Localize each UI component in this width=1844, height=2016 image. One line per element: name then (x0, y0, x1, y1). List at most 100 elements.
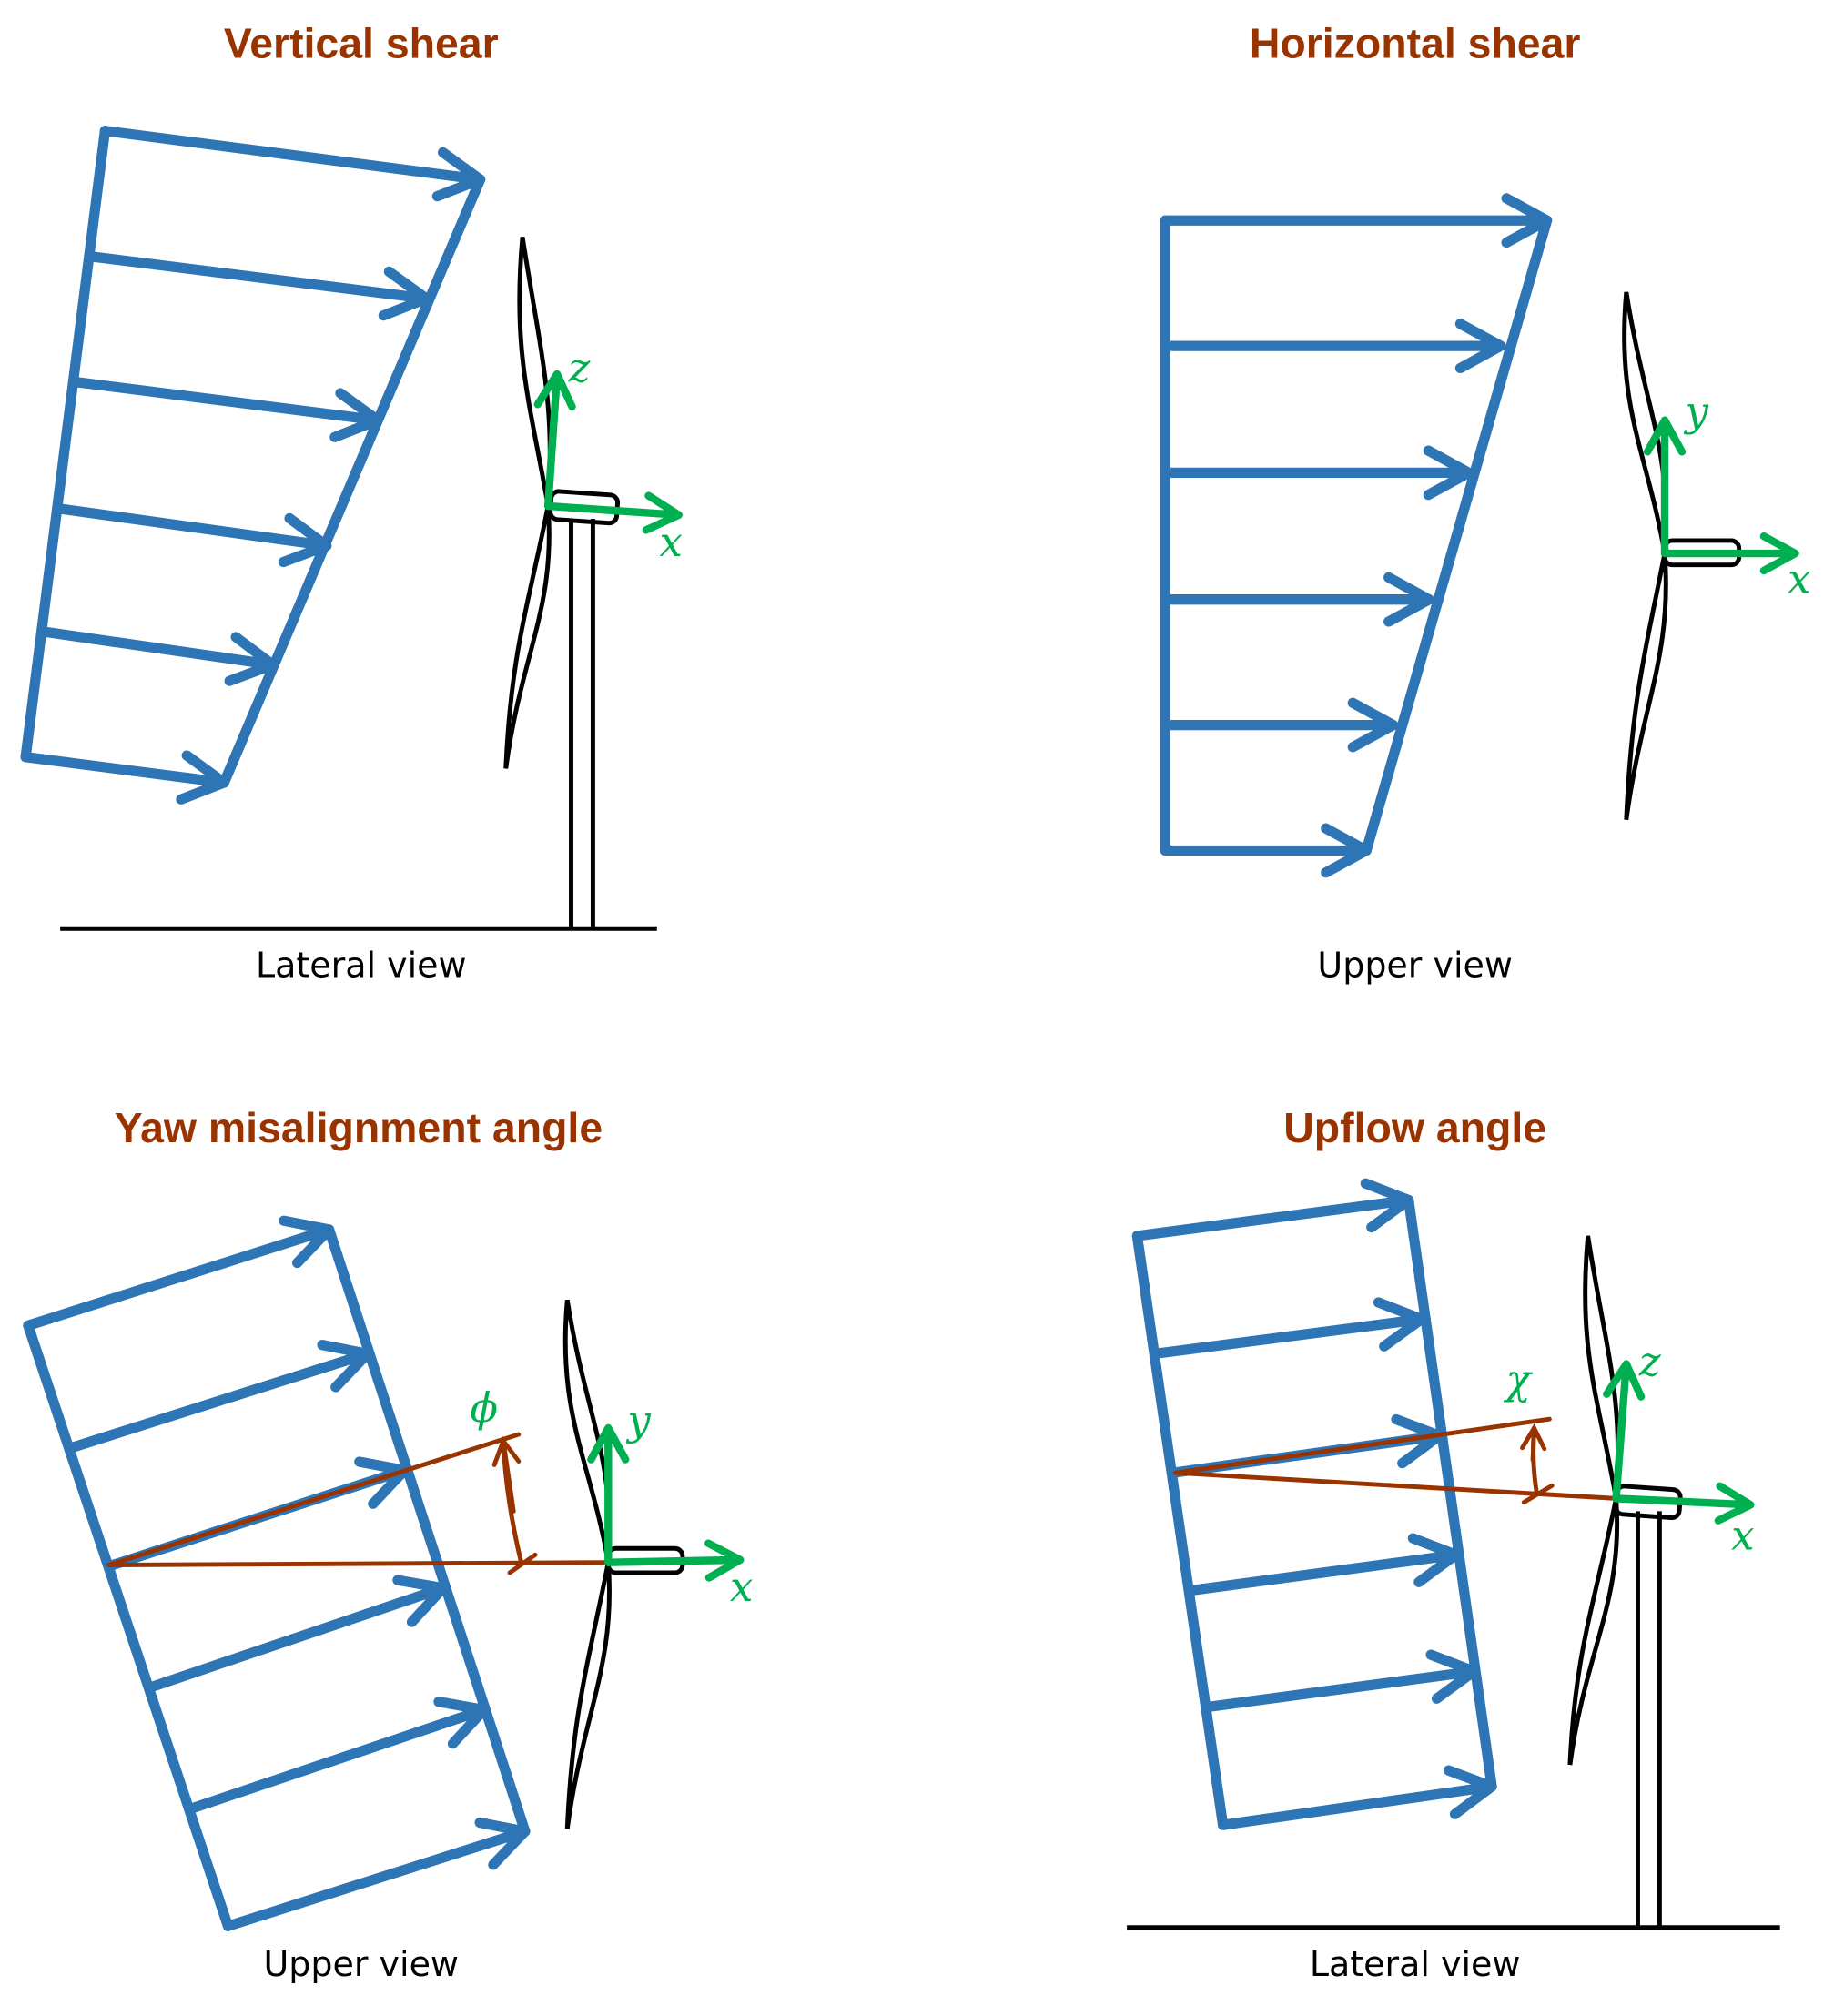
axis-label-z: z (568, 344, 591, 392)
upflow-angle-arrowhead (1520, 1423, 1547, 1463)
wind-direction-line (106, 1432, 522, 1567)
wind-arrow (84, 250, 432, 321)
panel-title-yaw-misalignment: Yaw misalignment angle (115, 1104, 603, 1151)
turbine-4-blade-down (1567, 1497, 1620, 1766)
wind-arrow (67, 1340, 373, 1453)
wind-arrow (187, 1697, 490, 1814)
z-axis-arrow (533, 370, 576, 511)
wind-arrow-shape (1160, 445, 1474, 501)
y-axis-arrow-shape (1643, 416, 1687, 558)
wind-arrow (147, 1575, 449, 1692)
wind-arrow (222, 1817, 531, 1931)
upflow-angle-symbol: χ (1504, 1355, 1534, 1403)
wind-profile-base (1131, 1231, 1229, 1830)
y-axis-arrow (1643, 416, 1687, 558)
wind-arrow-shape (187, 1697, 490, 1814)
wind-profile-base (20, 126, 110, 763)
x-axis-arrow (604, 1539, 745, 1582)
wind-direction-line (1173, 1416, 1552, 1475)
wind-arrow (99, 126, 486, 202)
axis-label-x: x (660, 518, 683, 566)
z-axis-arrow-shape (1603, 1360, 1646, 1503)
x-axis-arrow (543, 491, 683, 534)
rotor-axis-line (106, 1560, 611, 1567)
wind-arrow (20, 750, 229, 805)
wind-arrow (1160, 823, 1372, 878)
x-axis-arrow (1612, 1482, 1755, 1525)
axis-label-x: x (1731, 1512, 1754, 1560)
turbine-3-blade-down (564, 1562, 612, 1829)
upflow-angle-tick (1521, 1483, 1555, 1505)
x-axis-arrow-shape (604, 1539, 745, 1582)
wind-arrow (54, 503, 332, 568)
wind-arrow-shape (1184, 1533, 1462, 1596)
wind-arrow-shape (20, 750, 229, 805)
y-axis-arrow (587, 1423, 630, 1566)
x-axis-arrow-shape (1660, 532, 1799, 575)
wind-profile-envelope (218, 174, 486, 788)
wind-arrow (1160, 193, 1553, 248)
x-axis-arrow-shape (1612, 1482, 1755, 1525)
x-axis-arrow (1660, 532, 1799, 575)
turbine-1-blade-down (503, 505, 552, 769)
y-axis-arrow-shape (587, 1423, 630, 1566)
axis-label-y: y (1684, 387, 1709, 435)
wind-arrow-shape (84, 250, 432, 321)
wind-arrow-shape (54, 503, 332, 568)
wind-arrow-shape (222, 1817, 531, 1931)
wind-arrow-shape (1160, 319, 1506, 374)
wind-arrow-shape (99, 126, 486, 202)
axis-label-y: y (625, 1396, 651, 1444)
z-axis-arrow-shape (533, 370, 576, 511)
wind-arrow (23, 1215, 335, 1332)
wind-arrow (1150, 1297, 1427, 1360)
upflow-angle-arrowhead-shape (1520, 1423, 1547, 1463)
wind-arrow (1218, 1765, 1497, 1830)
wind-arrow (1201, 1649, 1480, 1713)
wind-profile-base (23, 1320, 234, 1931)
panel-caption: Lateral view (1310, 1944, 1521, 1984)
panel-title-upflow-angle: Upflow angle (1283, 1104, 1546, 1151)
wind-arrow-shape (1160, 697, 1399, 753)
wind-arrow-shape (68, 376, 383, 442)
wind-arrow-shape (147, 1575, 449, 1692)
rotor-axis-line (1173, 1470, 1619, 1501)
turbine-2-blade-down (1624, 552, 1668, 821)
wind-arrow-shape (1160, 572, 1434, 627)
axis-label-x: x (730, 1563, 753, 1611)
wind-arrow-shape (36, 626, 279, 686)
wind-arrow-shape (23, 1215, 335, 1332)
wind-profile-envelope (1403, 1194, 1497, 1792)
wind-arrow (1160, 445, 1474, 501)
wind-arrow-shape (1131, 1178, 1414, 1241)
panel-caption: Lateral view (256, 946, 467, 986)
z-axis-arrow (1603, 1360, 1646, 1503)
wind-arrow-shape (1218, 1765, 1497, 1830)
yaw-angle-symbol: ϕ (470, 1383, 498, 1432)
panel-caption: Upper view (264, 1944, 459, 1984)
axis-label-z: z (1638, 1337, 1661, 1385)
yaw-angle-tick (507, 1552, 538, 1575)
wind-arrow (1160, 697, 1399, 753)
wind-arrow (1160, 572, 1434, 627)
yaw-angle-arrowhead (491, 1435, 522, 1514)
yaw-angle-arrowhead-shape (491, 1435, 522, 1514)
turbine-1-blade-up (517, 237, 552, 507)
wind-arrow (1184, 1533, 1462, 1596)
wind-profile-envelope (1361, 215, 1553, 856)
axis-label-x: x (1788, 555, 1810, 603)
wind-arrow-shape (1150, 1297, 1427, 1360)
turbine-4-blade-up (1583, 1235, 1621, 1499)
panel-title-horizontal-shear: Horizontal shear (1250, 20, 1581, 67)
wind-profile-envelope (323, 1224, 531, 1837)
wind-arrow (1160, 319, 1506, 374)
panel-caption: Upper view (1317, 946, 1512, 986)
wind-arrow (36, 626, 279, 686)
wind-arrow-shape (67, 1340, 373, 1453)
wind-arrow-shape (1168, 1413, 1445, 1478)
panel-title-vertical-shear: Vertical shear (224, 20, 499, 67)
wind-arrow-shape (1201, 1649, 1480, 1713)
wind-arrow-shape (1160, 823, 1372, 878)
wind-arrow (68, 376, 383, 442)
